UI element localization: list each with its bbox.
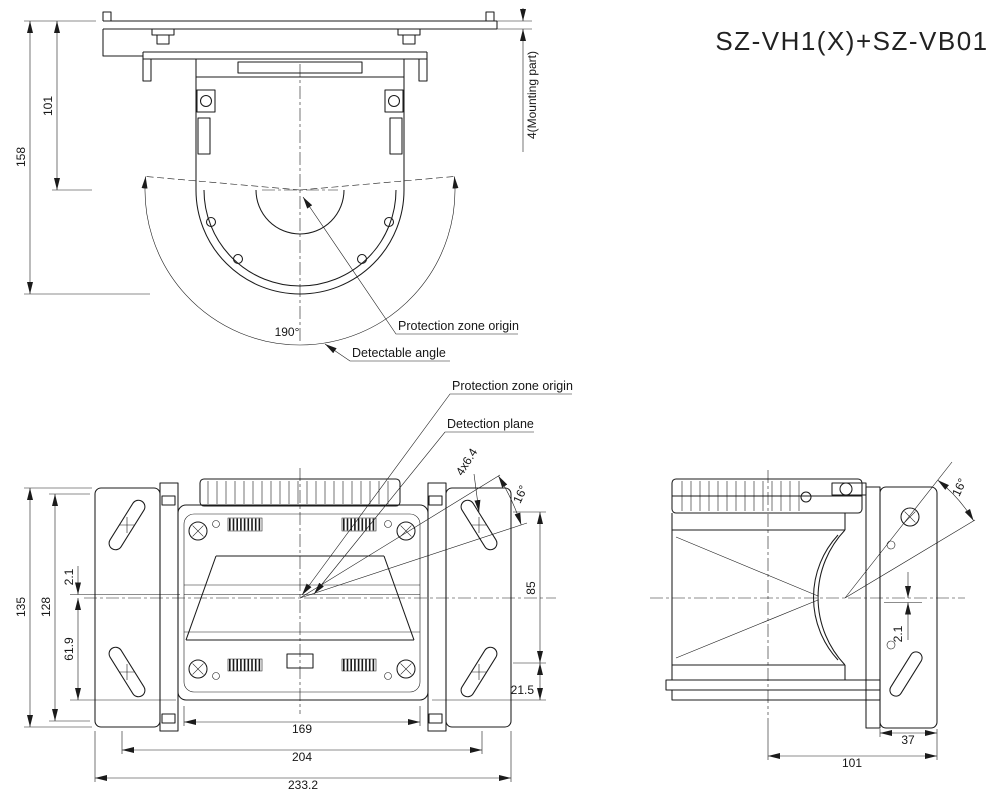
front-mount-bracket [102,11,498,82]
cap-fins [207,481,389,504]
side-tilt-angle-arc [937,479,974,521]
dim-169-label: 169 [292,722,312,736]
tilt-angle-arc [498,475,522,525]
slot-center-marks [119,517,487,680]
detection-plane-leader [313,431,534,595]
protection-zone-origin-label-2: Protection zone origin [452,379,573,393]
dim-37-label: 37 [901,733,915,747]
vent-fins [229,518,375,671]
face-screw [383,216,395,228]
face-screw [356,253,368,265]
top-extension-lines [24,487,546,782]
detection-plane-lines [184,584,420,633]
front-labels: Protection zone origin Detectable angle [302,196,519,362]
side-view: 2.1 37 101 16° [650,461,976,770]
dim-128-label: 128 [39,597,53,617]
face-screw [232,253,244,265]
screw-crosses [192,525,412,675]
dim-190deg-label: 190° [275,325,300,339]
front-view: 158 101 4(Mounting part) 190° Protection… [14,8,539,362]
mount-plate [865,486,881,729]
top-scanner-body [94,478,512,732]
corner-screw [188,659,208,679]
side-bracket-plate [879,486,938,729]
side-dimensions: 2.1 37 101 16° [767,476,970,770]
dim-61_9-label: 61.9 [62,637,76,661]
dim-side-16deg-label: 16° [949,476,969,499]
base-plate-lower [671,689,881,701]
detection-plane-label: Detection plane [447,417,534,431]
top-labels: Protection zone origin Detection plane [301,379,573,596]
base-plate-upper [665,679,881,691]
dim-158-label: 158 [14,147,28,167]
right-bracket-plate [445,487,512,728]
dim-2_1-label: 2.1 [62,568,76,585]
bracket-slot [460,646,498,698]
dim-21_5-label: 21.5 [511,683,535,697]
plate-bolts [161,495,443,724]
bracket-slot [460,499,498,551]
drawing-title: SZ-VH1(X)+SZ-VB01 [715,26,988,56]
dim-16deg-label: 16° [510,483,530,506]
dim-135-label: 135 [14,597,28,617]
dim-101-label: 101 [41,96,55,116]
bracket-slot [108,646,146,698]
bracket-slot [889,651,923,697]
dim-slots-label: 4x6.4 [453,445,481,478]
body-outline [177,504,429,701]
vent-outlines [227,517,377,672]
front-detect-arc [141,176,459,346]
dim-101-side-label: 101 [842,756,862,770]
face-screw [205,216,217,228]
side-cone-lines [675,536,819,659]
tilt-rays [299,474,528,599]
dim-mounting-label: 4(Mounting part) [525,51,539,139]
left-bracket-plate [94,487,161,728]
dim-85-label: 85 [524,581,538,595]
detectable-angle-leader [324,343,450,362]
front-extension-lines [24,20,532,295]
front-bracket-bolts [151,28,421,45]
dim-side-2_1-label: 2.1 [891,625,905,642]
corner-screw [396,659,416,679]
protection-zone-origin-label: Protection zone origin [398,319,519,333]
side-scanner-body [665,478,938,729]
bracket-slot [108,499,146,551]
slot-dim-leader [473,473,481,513]
protection-zone-origin-leader-2 [301,393,572,596]
bracket-screw [900,507,920,527]
front-dimensions: 158 101 4(Mounting part) 190° [14,8,539,339]
side-body-outline [671,495,862,680]
front-side-tabs [196,89,404,155]
dim-233_2-label: 233.2 [288,778,318,792]
side-tilt-rays [844,461,976,599]
corner-screw [396,521,416,541]
top-view: 135 128 2.1 61.9 169 204 233.2 85 21.5 4… [14,379,573,792]
bracket-screw-cross [904,511,916,523]
protection-zone-origin-leader [302,196,518,335]
corner-screw [188,521,208,541]
dim-204-label: 204 [292,750,312,764]
detectable-angle-label: Detectable angle [352,346,446,360]
body-inner-outline [183,513,421,693]
